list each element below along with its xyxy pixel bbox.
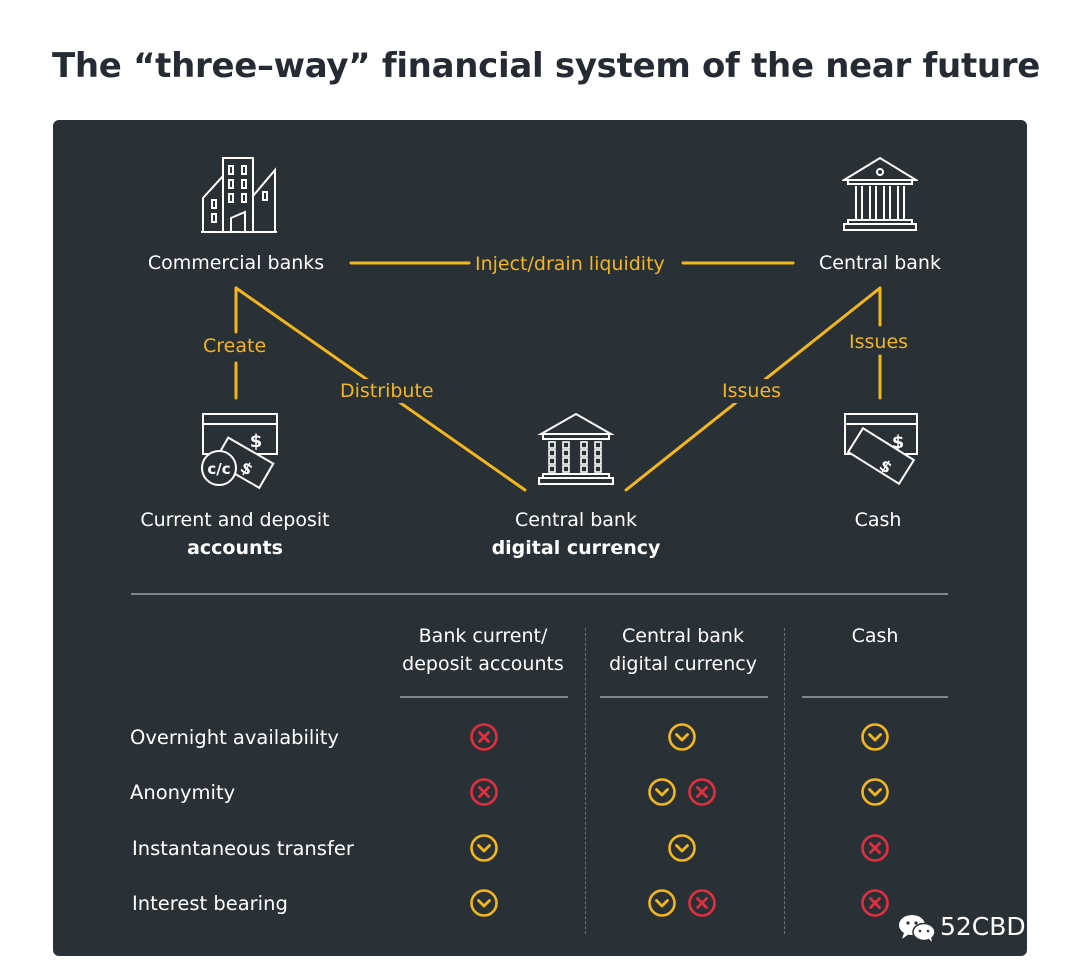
row-label: Anonymity <box>130 781 236 804</box>
column-underline <box>400 696 568 698</box>
cross-mark-icon <box>861 889 889 917</box>
column-header-line: Bank current/ <box>418 625 548 647</box>
card-and-banknote-icon: $ $ c/c <box>201 413 278 490</box>
node-central-bank: Central bank <box>819 252 941 274</box>
banknotes-icon: $ $ <box>844 413 918 486</box>
node-cbdc-line1: Central bank <box>515 509 637 531</box>
node-accounts-line2: accounts <box>187 537 283 559</box>
column-header-cash: Cash <box>802 622 948 650</box>
cross-mark-icon <box>688 778 716 806</box>
column-underline <box>802 696 948 698</box>
column-header-line: Cash <box>851 625 899 647</box>
edge-label-create: Create <box>203 335 267 357</box>
watermark-text: 52CBDC <box>940 912 1044 941</box>
column-separator <box>784 628 785 934</box>
column-header-line: deposit accounts <box>402 653 564 675</box>
check-mark-icon <box>861 723 889 751</box>
edge-label-distribute: Distribute <box>336 379 438 403</box>
row-label: Overnight availability <box>130 726 339 749</box>
column-header-cbdc: Central bank digital currency <box>599 622 767 678</box>
bank-building-icon <box>842 156 918 231</box>
digital-bank-icon <box>537 412 615 485</box>
cross-mark-icon <box>688 889 716 917</box>
node-cbdc: Central bank digital currency <box>451 506 701 562</box>
cc-badge: c/c <box>207 460 230 478</box>
cross-mark-icon <box>470 723 498 751</box>
section-divider <box>131 593 948 595</box>
node-accounts-line1: Current and deposit <box>140 509 330 531</box>
wechat-icon <box>899 915 936 942</box>
node-commercial-banks: Commercial banks <box>147 252 325 274</box>
page-title: The “three–way” financial system of the … <box>52 46 1041 86</box>
node-accounts: Current and deposit accounts <box>110 506 360 562</box>
node-cash: Cash <box>854 509 902 531</box>
edge-label-issues-cash: Issues <box>849 331 909 353</box>
cross-mark-icon <box>470 778 498 806</box>
column-header-line: Central bank <box>622 625 744 647</box>
node-cbdc-line2: digital currency <box>491 537 661 559</box>
edge-label-issues-cbdc: Issues <box>718 379 786 403</box>
check-mark-icon <box>648 889 676 917</box>
dollar-glyph: $ <box>250 431 263 452</box>
check-mark-icon <box>668 723 696 751</box>
check-mark-icon <box>648 778 676 806</box>
check-mark-icon <box>470 834 498 862</box>
column-separator <box>585 628 586 934</box>
edge-label-inject: Inject/drain liquidity <box>475 253 665 275</box>
row-label: Instantaneous transfer <box>132 837 354 860</box>
check-mark-icon <box>861 778 889 806</box>
column-header-accounts: Bank current/ deposit accounts <box>397 622 569 678</box>
column-underline <box>600 696 768 698</box>
office-buildings-icon <box>201 157 277 233</box>
row-label: Interest bearing <box>132 892 288 915</box>
watermark: 52CBDC <box>898 912 1043 943</box>
column-header-line: digital currency <box>609 653 757 675</box>
check-mark-icon <box>668 834 696 862</box>
check-mark-icon <box>470 889 498 917</box>
diagram-panel: $ $ c/c $ $ Commercial ban <box>53 120 1027 956</box>
dollar-glyph: $ <box>892 432 905 453</box>
cross-mark-icon <box>861 834 889 862</box>
